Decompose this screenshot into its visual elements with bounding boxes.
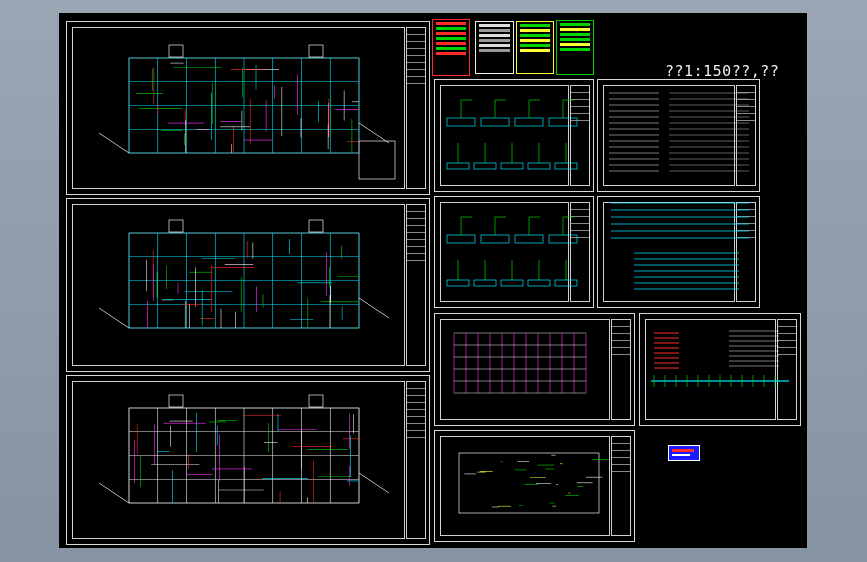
small-plan-sheet[interactable] [434, 430, 635, 542]
title-block [736, 85, 756, 186]
cad-rect [446, 279, 470, 287]
cad-rect [527, 279, 551, 287]
cad-rect [514, 234, 544, 244]
cad-rect [308, 394, 324, 408]
cad-rect [168, 394, 184, 408]
title-block [570, 85, 590, 186]
cad-rect [473, 162, 497, 170]
cad-stroke [98, 307, 130, 329]
cad-rect [548, 117, 578, 127]
cad-rect [480, 117, 510, 127]
title-block [406, 204, 426, 366]
cad-rect [446, 117, 476, 127]
legend-table-red[interactable] [432, 19, 470, 76]
cad-rect [514, 117, 544, 127]
legend-table-white[interactable] [475, 21, 514, 74]
cad-model-space[interactable]: ??1:150??,??0.18 [59, 13, 807, 548]
legend-table-green-1[interactable] [516, 21, 554, 74]
system-diagram-sheet-2[interactable] [434, 196, 594, 308]
title-block [406, 27, 426, 189]
cad-rect [446, 162, 470, 170]
cad-rect [548, 234, 578, 244]
title-block [736, 202, 756, 302]
title-block [406, 381, 426, 539]
system-diagram-sheet-1[interactable] [434, 79, 594, 192]
title-block [777, 319, 797, 420]
cad-rect [473, 279, 497, 287]
floor-plan-sheet-1[interactable] [66, 21, 430, 195]
cad-rect [458, 452, 600, 514]
notes-sheet[interactable] [597, 79, 760, 192]
cad-rect [168, 219, 184, 233]
cad-rect [308, 219, 324, 233]
cad-rect [168, 44, 184, 58]
cad-stroke [98, 132, 130, 154]
legend-table-green-2[interactable] [556, 20, 594, 75]
cad-stroke [98, 482, 130, 504]
cad-linework [98, 44, 789, 514]
cad-rect [480, 234, 510, 244]
cad-rect [446, 234, 476, 244]
cad-stroke [358, 122, 390, 144]
cad-rect [554, 162, 578, 170]
cad-rect [500, 162, 524, 170]
title-block [611, 436, 631, 536]
floor-plan-sheet-3[interactable] [66, 375, 430, 545]
title-block [611, 319, 631, 420]
cad-rect [358, 140, 396, 180]
floor-plan-sheet-2[interactable] [66, 198, 430, 372]
title-block [570, 202, 590, 302]
cad-stroke [358, 472, 390, 494]
cad-rect [308, 44, 324, 58]
cad-rect [527, 162, 551, 170]
stamp-block[interactable] [668, 445, 700, 461]
cad-rect [554, 279, 578, 287]
riser-sheet[interactable] [639, 313, 801, 426]
grid-plan-sheet[interactable] [434, 313, 635, 426]
cad-stroke [358, 297, 390, 319]
cad-rect [500, 279, 524, 287]
